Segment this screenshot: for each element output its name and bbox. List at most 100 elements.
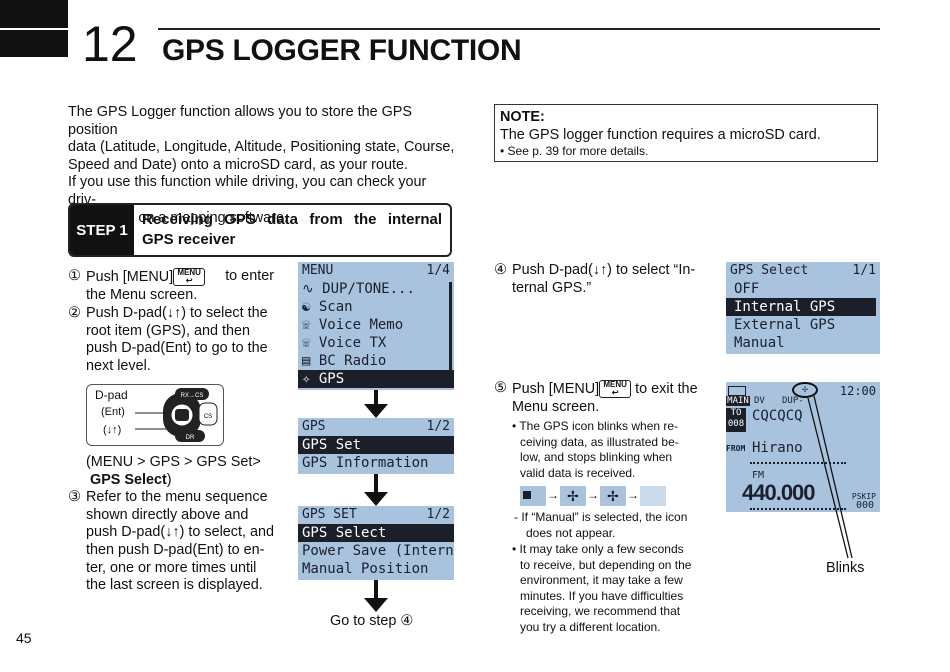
text: ) to select the bbox=[181, 305, 268, 322]
lcd-menu-item: Manual Position bbox=[298, 560, 454, 578]
note-text: The GPS logger function requires a micro… bbox=[500, 127, 821, 143]
text: shown directly above and bbox=[86, 506, 249, 523]
intro-line: The GPS Logger function allows you to st… bbox=[68, 104, 412, 138]
channel-number: 000 bbox=[855, 500, 874, 511]
go-to-step-label: Go to step ④ bbox=[330, 613, 414, 629]
lcd-title: MENU bbox=[302, 263, 334, 278]
chapter-number: 12 bbox=[82, 16, 138, 72]
menu-button-icon: MENU↩ bbox=[599, 380, 632, 398]
menu-button-icon: MENU↩ bbox=[173, 268, 206, 286]
main-band-badge: MAIN bbox=[726, 396, 750, 406]
text: push D-pad(Ent) to go to the bbox=[86, 340, 268, 357]
gps-partial-icon bbox=[523, 491, 531, 499]
clock: 12:00 bbox=[839, 384, 876, 398]
arrow-right-icon: → bbox=[587, 488, 599, 502]
lcd-item-label: Power Save (Interna bbox=[302, 543, 454, 559]
text: to receive, but depending on the bbox=[520, 557, 692, 572]
gps-icon-frame: ✢ bbox=[600, 486, 626, 506]
lcd-menu-item: GPS Information bbox=[298, 454, 454, 472]
arrow-right-icon: → bbox=[627, 488, 639, 502]
menu-path: (MENU > GPS > GPS Set> bbox=[86, 454, 261, 470]
from-callsign: Hirano bbox=[752, 440, 803, 456]
step-number: ④ bbox=[494, 262, 507, 278]
cs-key-label: CS bbox=[204, 414, 212, 420]
lcd-page: 1/2 bbox=[426, 419, 450, 434]
step-box: STEP 1 Receiving GPS data from the inter… bbox=[68, 203, 452, 257]
lcd-item-label: GPS Set bbox=[302, 437, 362, 453]
text: ternal GPS.” bbox=[512, 279, 592, 296]
text: ceiving data, as illustrated be- bbox=[520, 434, 679, 449]
text: you try a different location. bbox=[520, 619, 661, 634]
to-callsign: CQCQCQ bbox=[752, 408, 803, 424]
lcd-item-label: GPS Select bbox=[302, 525, 387, 541]
lcd-title: GPS SET bbox=[302, 507, 357, 522]
dotted-divider bbox=[750, 508, 846, 510]
gps-icon-frame-empty bbox=[640, 486, 666, 506]
lcd-item-label: GPS bbox=[318, 371, 345, 387]
lcd-item-label: OFF bbox=[734, 281, 760, 297]
blinks-label: Blinks bbox=[826, 560, 865, 576]
to-label: TO bbox=[730, 408, 742, 418]
microphone-icon: ☏ bbox=[302, 317, 311, 333]
header-rule bbox=[158, 28, 880, 30]
page-number: 45 bbox=[16, 630, 32, 646]
lcd-scrollbar bbox=[449, 282, 452, 386]
chapter-tab-bar bbox=[0, 0, 68, 28]
text: the Menu screen. bbox=[86, 286, 198, 303]
note-reference: • See p. 39 for more details. bbox=[500, 144, 649, 158]
lcd-menu-item: ☯ Scan bbox=[298, 298, 454, 316]
lcd-item-label: Scan bbox=[318, 299, 353, 315]
gps-icon-blink-sequence: → ✢ → ✢ → bbox=[520, 486, 666, 506]
dpad-diagram: D-pad (Ent) (↓↑) CS RX→CS DR bbox=[86, 384, 224, 446]
intro-line: data (Latitude, Longitude, Altitude, Pos… bbox=[68, 139, 455, 156]
lcd-item-label: Internal GPS bbox=[734, 299, 836, 315]
menu-path-target: GPS Select bbox=[90, 471, 167, 488]
step-label: STEP 1 bbox=[70, 205, 134, 255]
dr-key-label: DR bbox=[186, 435, 195, 441]
lcd-item-label: Voice TX bbox=[318, 335, 387, 351]
to-number: 008 bbox=[727, 419, 745, 429]
step-number: ③ bbox=[68, 489, 81, 506]
lcd-menu-item: Power Save (Interna bbox=[298, 542, 454, 560]
flow-arrow-head bbox=[364, 492, 388, 506]
text: ter, one or more times until bbox=[86, 559, 257, 576]
lcd-menu-item: ∿ DUP/TONE... bbox=[298, 280, 454, 298]
lcd-item-label: Manual Position bbox=[302, 561, 429, 577]
from-label: FROM bbox=[726, 444, 746, 453]
blinks-callout-lines bbox=[807, 395, 853, 559]
menu-button-label: MENU bbox=[603, 380, 627, 389]
text: ) bbox=[166, 471, 172, 488]
tone-icon: ∿ bbox=[302, 281, 314, 297]
sub-note-manual: - If “Manual” is selected, the icon does… bbox=[514, 510, 700, 541]
lcd-item-label: GPS Information bbox=[302, 455, 429, 471]
dpad-ent-label: (Ent) bbox=[101, 406, 125, 418]
lcd-item-label: Manual bbox=[734, 335, 785, 351]
lcd-item-label: Voice Memo bbox=[318, 317, 404, 333]
text: Menu screen. bbox=[512, 398, 600, 415]
voice-tx-icon: ☏ bbox=[302, 335, 311, 351]
text: low, and stops blinking when bbox=[520, 450, 673, 464]
text: to exit the bbox=[635, 381, 698, 397]
text: • The GPS icon blinks when re- bbox=[512, 419, 679, 433]
mode-dv: DV bbox=[754, 396, 765, 406]
flow-arrow-stem bbox=[374, 390, 378, 406]
text: to enter bbox=[225, 268, 274, 284]
menu-button-label: MENU bbox=[177, 268, 201, 277]
pskip-indicator: PSKIP bbox=[851, 492, 876, 501]
lcd-page: 1/1 bbox=[852, 263, 876, 278]
note-title: NOTE: bbox=[500, 109, 545, 125]
frequency-display: 440.000 bbox=[742, 480, 816, 505]
instruction-4: ④ Push D-pad(↓↑) to select “In- ternal G… bbox=[494, 262, 698, 297]
lcd-page: 1/4 bbox=[426, 263, 450, 278]
text: then push D-pad(Ent) to en- bbox=[86, 541, 265, 558]
lcd-menu-item-selected: GPS Select bbox=[298, 524, 454, 542]
satellite-icon: ✧ bbox=[302, 371, 311, 387]
lcd-option: Manual bbox=[726, 334, 880, 352]
